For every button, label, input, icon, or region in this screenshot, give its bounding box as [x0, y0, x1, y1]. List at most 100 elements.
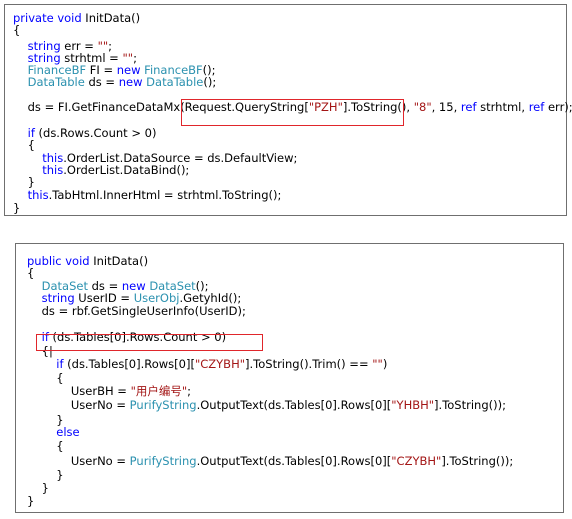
code-line: }: [27, 468, 64, 482]
code-token: {: [27, 371, 64, 385]
code-token: UserNo =: [27, 398, 130, 412]
code-line: this.TabHtml.InnerHtml = strhtml.ToStrin…: [13, 188, 282, 202]
code-line: if (ds.Rows.Count > 0): [13, 126, 157, 140]
code-line: {: [27, 439, 63, 453]
code-line: {: [27, 266, 34, 280]
code-token: ();: [195, 279, 209, 293]
code-token: string: [13, 51, 61, 65]
code-token: DataTable: [146, 75, 204, 89]
code-token: ds = rbf.GetSingleUserInfo(UserID);: [27, 304, 246, 318]
code-token: FinanceBF: [144, 63, 203, 77]
code-line: }: [27, 494, 34, 508]
code-line: private void InitData(): [13, 11, 140, 25]
code-token: FI =: [86, 63, 117, 77]
code-line: {|: [27, 344, 53, 358]
code-token: UserBH =: [27, 384, 131, 398]
code-token: ;: [108, 39, 113, 53]
code-line: UserNo = PurifyString.OutputText(ds.Tabl…: [27, 454, 513, 468]
code-line: string err = "";: [13, 39, 112, 53]
code-token: InitData(): [89, 254, 149, 268]
code-token: .OrderList.DataBind();: [63, 163, 190, 177]
code-token: UserNo =: [27, 454, 130, 468]
code-token: if: [27, 330, 49, 344]
code-line: else: [27, 425, 80, 439]
code-token: PurifyString: [129, 454, 197, 468]
code-line: string UserID = UserObj.GetyhId();: [27, 291, 242, 305]
code-token: strhtml =: [60, 51, 123, 65]
code-line: if (ds.Tables[0].Rows.Count > 0): [27, 330, 227, 344]
code-line: }: [27, 481, 49, 495]
code-token: ();: [202, 63, 216, 77]
code-token: ref: [528, 100, 545, 114]
code-token: string: [13, 39, 61, 53]
code-token: .TabHtml.InnerHtml = strhtml.ToString();: [48, 188, 282, 202]
code-line: this.OrderList.DataBind();: [13, 163, 189, 177]
code-token: {|: [27, 344, 53, 358]
code-line: {: [13, 138, 35, 152]
code-token: {: [13, 23, 21, 37]
code-token: new: [118, 75, 143, 89]
code-token: ].ToString(),: [342, 100, 414, 114]
code-token: ].ToString());: [434, 398, 506, 412]
code-line: string strhtml = "";: [13, 51, 137, 65]
code-token: , 15,: [431, 100, 461, 114]
code-token: }: [27, 413, 64, 427]
code-token: err =: [60, 39, 98, 53]
code-token: "": [372, 357, 383, 371]
code-token: }: [13, 175, 35, 189]
code-token: strhtml,: [476, 100, 529, 114]
code-token: "用户编号": [130, 384, 188, 398]
code-token: PurifyString: [129, 398, 197, 412]
code-token: .OutputText(ds.Tables[0].Rows[0][: [196, 454, 392, 468]
code-token: if: [13, 126, 35, 140]
code-token: ds =: [87, 279, 122, 293]
code-token: this: [13, 163, 64, 177]
code-token: "": [97, 39, 109, 53]
code-token: }: [27, 468, 64, 482]
code-token: public void: [27, 254, 90, 268]
code-line: this.OrderList.DataSource = ds.DefaultVi…: [13, 151, 297, 165]
code-token: err);: [544, 100, 572, 114]
code-token: new: [121, 279, 146, 293]
code-token: private void: [13, 11, 82, 25]
code-token: ();: [203, 75, 217, 89]
code-token: UserID =: [74, 291, 134, 305]
code-line: if (ds.Tables[0].Rows[0]["CZYBH"].ToStri…: [27, 357, 387, 371]
code-line: {: [13, 23, 20, 37]
code-token: DataSet: [27, 279, 88, 293]
code-line: public void InitData(): [27, 254, 148, 268]
code-token: ].ToString().Trim() ==: [245, 357, 373, 371]
code-line: UserNo = PurifyString.OutputText(ds.Tabl…: [27, 398, 506, 412]
code-token: {: [13, 138, 35, 152]
code-token: }: [27, 481, 49, 495]
code-token: "PZH": [308, 100, 343, 114]
code-line: {: [27, 371, 64, 385]
code-token: new: [116, 63, 141, 77]
code-token: ): [382, 357, 388, 371]
code-token: {: [27, 266, 35, 280]
code-token: "CZYBH": [194, 357, 246, 371]
code-token: (ds.Tables[0].Rows.Count > 0): [48, 330, 227, 344]
code-line: }: [13, 175, 35, 189]
code-token: DataTable: [13, 75, 85, 89]
code-token: .OrderList.DataSource = ds.DefaultView;: [63, 151, 298, 165]
code-token: (ds.Tables[0].Rows[0][: [63, 357, 195, 371]
code-line: FinanceBF FI = new FinanceBF();: [13, 63, 216, 77]
code-token: if: [27, 357, 64, 371]
code-token: ;: [133, 51, 137, 65]
code-token: }: [13, 201, 21, 215]
code-line: DataSet ds = new DataSet();: [27, 279, 209, 293]
code-token: ref: [460, 100, 477, 114]
code-line: DataTable ds = new DataTable();: [13, 75, 217, 89]
code-token: ;: [187, 384, 192, 398]
code-line: ds = rbf.GetSingleUserInfo(UserID);: [27, 304, 246, 318]
code-token: .OutputText(ds.Tables[0].Rows[0][: [196, 398, 392, 412]
code-line: ds = FI.GetFinanceDataMx(Request.QuerySt…: [13, 100, 572, 114]
code-token: string: [27, 291, 75, 305]
code-token: DataSet: [149, 279, 196, 293]
code-line: }: [13, 201, 20, 215]
code-token: .GetyhId();: [179, 291, 242, 305]
code-token: (ds.Rows.Count > 0): [34, 126, 157, 140]
code-token: else: [27, 425, 80, 439]
code-token: "CZYBH": [391, 454, 442, 468]
